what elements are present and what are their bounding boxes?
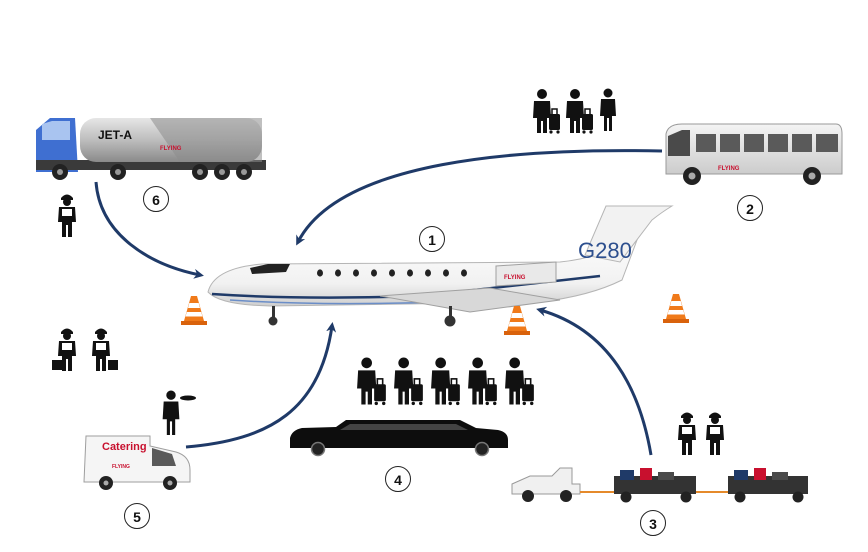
limousine — [290, 420, 508, 457]
step-badge-1: 1 — [419, 226, 445, 252]
step-badge-3: 3 — [640, 510, 666, 536]
step-badge-5: 5 — [124, 503, 150, 529]
bus: FLYING — [665, 123, 843, 185]
arrow-catering-to-aircraft — [185, 322, 337, 449]
catering-label: Catering — [102, 441, 147, 453]
pax-icon — [504, 356, 535, 406]
baggage-train — [511, 467, 808, 503]
aircraft: G280 FLYING — [207, 205, 674, 327]
step-badge-4: 4 — [385, 466, 411, 492]
flow-arrows — [94, 149, 663, 456]
cone-icon — [663, 294, 689, 323]
bus-passengers — [532, 88, 616, 134]
arrow-fuel-to-aircraft — [94, 181, 204, 279]
catering-waiter-icon — [162, 390, 196, 435]
ground-crew-left — [52, 328, 118, 371]
baggage-crew — [678, 412, 724, 455]
pax-icon — [600, 88, 616, 131]
pax-icon — [356, 356, 387, 406]
aircraft-brand-logo: FLYING — [504, 275, 526, 281]
fuel-tank-label: JET-A — [98, 128, 132, 142]
limo-passengers — [356, 356, 535, 406]
catering-brand-logo: FLYING — [112, 464, 130, 470]
catering-van: Catering FLYING — [83, 435, 191, 490]
pax-icon — [532, 88, 561, 134]
tail-label: G280 — [578, 238, 632, 263]
pax-icon — [430, 356, 461, 406]
pax-icon — [467, 356, 498, 406]
fuel-worker-icon — [58, 194, 76, 237]
pax-icon — [393, 356, 424, 406]
worker-icon — [706, 412, 724, 455]
cone-icon — [504, 306, 530, 335]
worker-icon — [92, 328, 110, 371]
fuel-brand-logo: FLYING — [160, 146, 182, 152]
fuel-truck: JET-A FLYING — [36, 118, 266, 180]
bus-brand-logo: FLYING — [718, 166, 740, 172]
arrow-bus-to-aircraft — [296, 149, 663, 246]
worker-icon — [678, 412, 696, 455]
cone-icon — [181, 296, 207, 325]
pax-icon — [565, 88, 594, 134]
step-badge-6: 6 — [143, 186, 169, 212]
arrow-baggage-to-aircraft — [536, 306, 653, 456]
step-badge-2: 2 — [737, 195, 763, 221]
